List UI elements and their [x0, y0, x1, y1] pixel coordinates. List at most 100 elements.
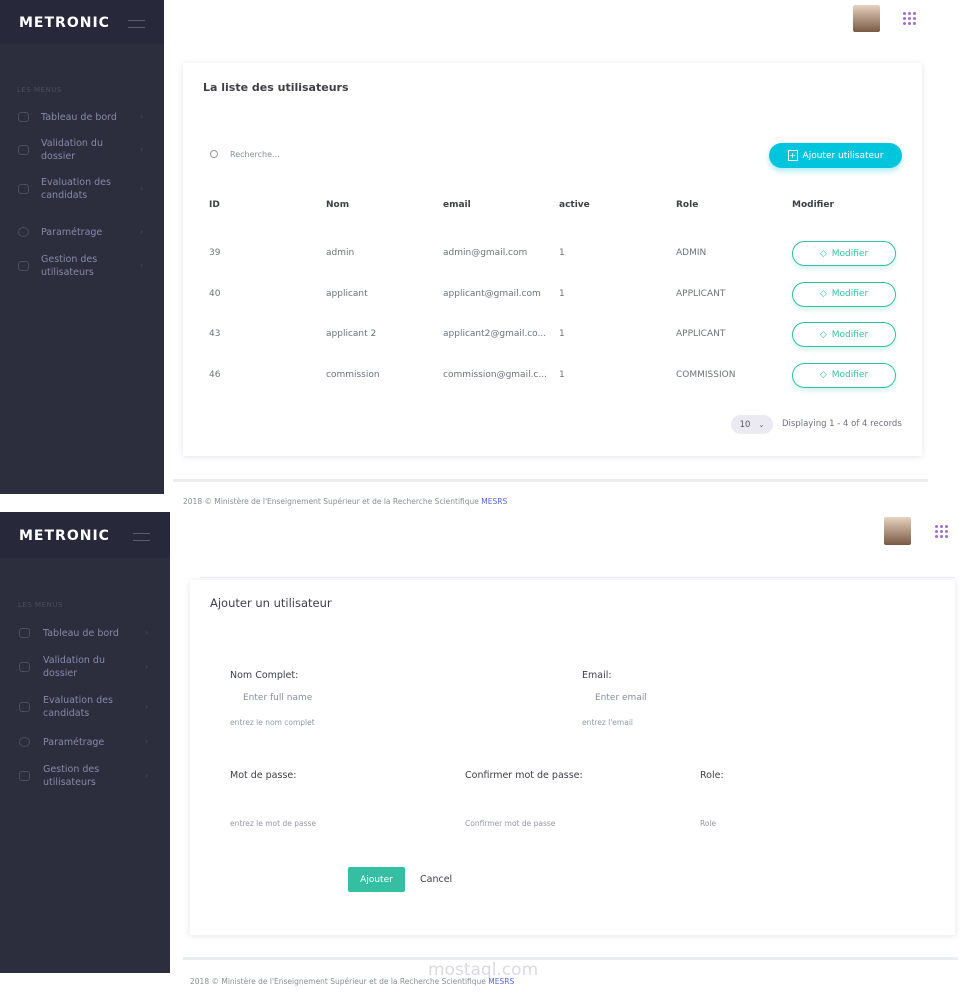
sidebar-item-label: Gestion des utilisateurs [41, 254, 98, 278]
chevron-right-icon: › [140, 227, 144, 236]
gauge-icon [19, 628, 30, 638]
brand-bar: METRONIC [0, 0, 164, 44]
column-header[interactable]: ID [209, 200, 220, 210]
pagination-info: Displaying 1 - 4 of 4 records [782, 419, 902, 429]
gear-icon [18, 227, 29, 237]
sidebar-item-label: Paramétrage [41, 227, 103, 238]
column-header[interactable]: active [559, 200, 590, 210]
email-label: Email: [582, 670, 612, 681]
column-header[interactable]: Modifier [792, 200, 834, 210]
name-help: entrez le nom complet [230, 718, 315, 727]
gauge-icon [18, 112, 29, 122]
sidebar-section-title: LES MENUS [17, 86, 62, 94]
role-help: Role [700, 819, 717, 828]
logo: METRONIC [19, 15, 110, 31]
chevron-right-icon: › [145, 702, 149, 711]
menu-toggle-button[interactable] [133, 533, 150, 541]
cell-active: 1 [559, 369, 565, 380]
search-icon [210, 150, 218, 158]
footer-divider [183, 957, 958, 960]
footer-link[interactable]: MESRS [488, 977, 515, 986]
cell-nom: applicant [326, 288, 368, 299]
cell-role: ADMIN [676, 248, 707, 258]
edit-button[interactable]: ◇Modifier [792, 322, 896, 347]
cell-id: 43 [209, 329, 221, 339]
chevron-right-icon: › [140, 112, 144, 121]
cell-id: 39 [209, 248, 221, 258]
logo: METRONIC [19, 528, 110, 544]
edit-button[interactable]: ◇ Modifier [792, 241, 896, 266]
confirm-password-input[interactable] [465, 788, 665, 812]
edit-button[interactable]: ◇ Modifier [792, 281, 896, 307]
avatar[interactable] [853, 5, 880, 32]
edit-label: Modifier [831, 289, 869, 299]
tag-icon: ◇ [819, 289, 827, 299]
footer-link[interactable]: MESRS [481, 497, 508, 506]
users-icon [18, 261, 29, 271]
role-select[interactable] [700, 788, 900, 812]
column-header[interactable]: Role [676, 200, 699, 210]
users-list-card: La liste des utilisateurs Recherche... +… [183, 63, 922, 456]
cell-email: applicant2@gmail.co... [443, 329, 547, 339]
card-title: La liste des utilisateurs [203, 81, 349, 94]
add-user-card: Ajouter un utilisateur Nom Complet: Ente… [190, 580, 955, 935]
role-label: Role: [700, 770, 724, 781]
cancel-button[interactable]: Cancel [420, 874, 453, 885]
cell-nom: admin [326, 248, 355, 258]
chevron-right-icon: › [140, 184, 144, 193]
chevron-right-icon: › [145, 737, 149, 746]
cell-nom: commission [326, 369, 380, 380]
cell-email: applicant@gmail.com [443, 288, 541, 299]
card-title: Ajouter un utilisateur [210, 596, 332, 610]
page-size-value: 10 [739, 419, 751, 430]
chevron-right-icon: › [145, 771, 149, 780]
avatar[interactable] [884, 517, 911, 545]
sidebar-2: METRONIC LES MENUS Tableau de bord› Vali… [0, 512, 170, 973]
apps-grid-icon[interactable] [903, 12, 916, 25]
apps-grid-icon[interactable] [935, 525, 948, 538]
chevron-right-icon: › [140, 145, 144, 154]
column-header[interactable]: Nom [326, 200, 350, 210]
cell-role: APPLICANT [676, 329, 726, 339]
sidebar: METRONIC LES MENUS Tableau de bord › Vali… [0, 0, 164, 494]
cell-active: 1 [559, 288, 565, 299]
page-size-select[interactable]: 10 ⌄ [731, 415, 773, 434]
sidebar-item-label: Evaluation des candidats [41, 177, 111, 201]
edit-label: Modifier [831, 370, 869, 380]
chevron-down-icon: ⌄ [758, 420, 765, 429]
chevron-right-icon: › [145, 628, 149, 637]
footer-text: 2018 © Ministère de l'Enseignement Supér… [190, 977, 486, 986]
email-input[interactable]: Enter email [595, 693, 647, 703]
sidebar-item-label: Tableau de bord [43, 628, 119, 639]
confirm-password-label: Confirmer mot de passe: [465, 770, 583, 781]
sidebar-item-label: Evaluation des candidats [43, 695, 113, 719]
brand-bar: METRONIC [0, 512, 170, 558]
cell-active: 1 [559, 329, 565, 339]
sidebar-item-label: Validation du dossier [41, 138, 103, 162]
name-input[interactable]: Enter full name [243, 693, 313, 703]
tag-icon: ◇ [819, 329, 827, 340]
confirm-password-help: Confirmer mot de passe [465, 819, 556, 828]
edit-label: Modifier [831, 248, 869, 259]
password-input[interactable] [230, 788, 430, 812]
header-divider [200, 577, 955, 578]
chevron-right-icon: › [145, 662, 149, 671]
search-input[interactable]: Recherche... [210, 150, 410, 162]
menu-toggle-button[interactable] [128, 20, 145, 28]
cell-active: 1 [559, 248, 565, 258]
tag-icon: ◇ [819, 248, 827, 259]
submit-button[interactable]: Ajouter [348, 867, 405, 892]
edit-button[interactable]: ◇Modifier [792, 362, 896, 388]
footer: 2018 © Ministère de l'Enseignement Supér… [183, 497, 507, 506]
password-help: entrez le mot de passe [230, 819, 317, 828]
cell-id: 40 [209, 288, 221, 299]
add-user-button[interactable]: +Ajouter utilisateur [769, 143, 902, 168]
watermark: mostaql.com [428, 960, 539, 980]
column-header[interactable]: email [443, 200, 471, 210]
footer-divider [173, 479, 928, 482]
cell-role: COMMISSION [676, 369, 736, 380]
sidebar-item-label: Tableau de bord [41, 112, 117, 123]
footer: 2018 © Ministère de l'Enseignement Supér… [190, 977, 514, 986]
cell-nom: applicant 2 [326, 329, 377, 339]
sidebar-item-label: Paramétrage [43, 737, 105, 748]
